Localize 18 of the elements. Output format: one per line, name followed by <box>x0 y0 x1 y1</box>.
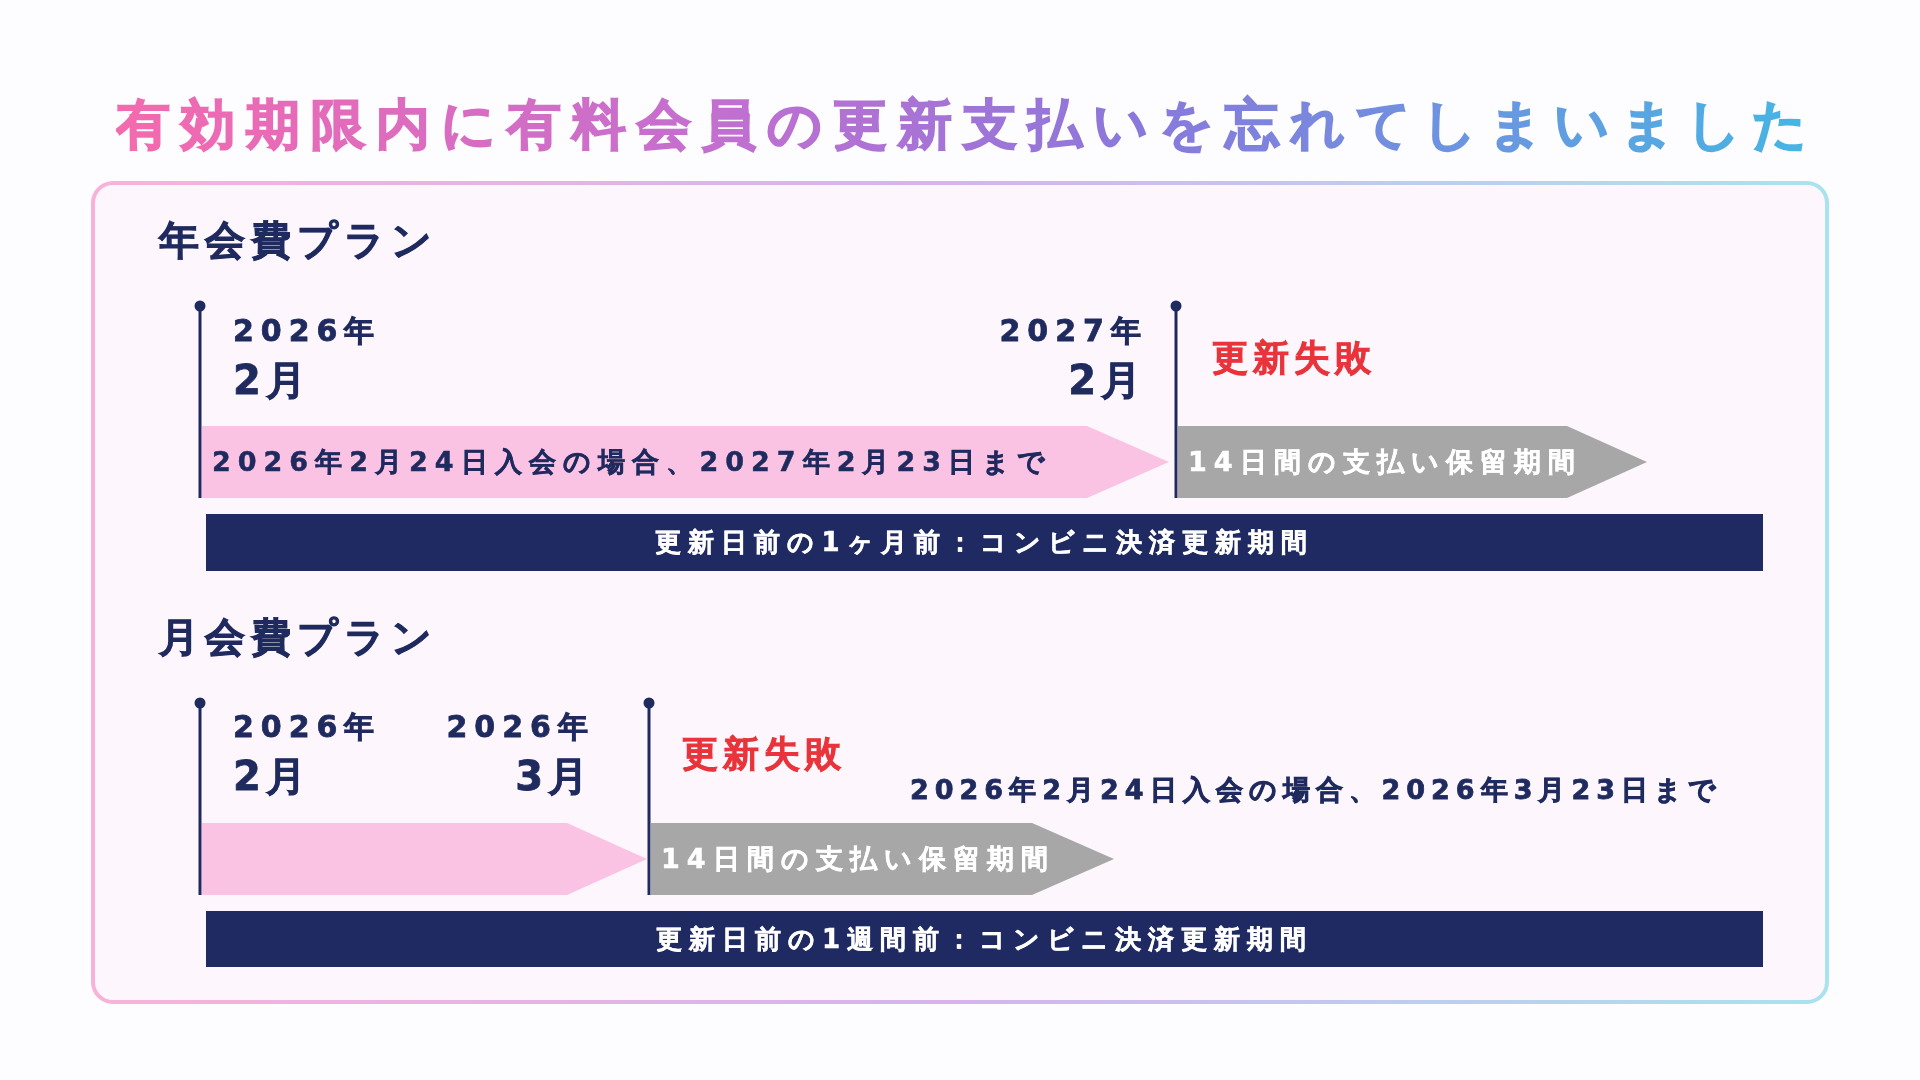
date-text: 2026年 <box>446 709 595 745</box>
date-text: 2026年 <box>233 709 382 745</box>
section-heading: 月会費プラン <box>159 613 438 661</box>
date-text: 2月 <box>1068 356 1146 404</box>
period-bar: 更新日前の1ヶ月前：コンビニ決済更新期間 <box>206 514 1763 571</box>
period-text: 2026年2月24日入会の場合、2027年2月23日まで <box>212 445 1052 479</box>
period-text: 14日間の支払い保留期間 <box>661 842 1055 876</box>
status-text: 更新失敗 <box>1212 336 1376 380</box>
date-text: 2月 <box>233 752 311 800</box>
period-bar: 更新日前の1週間前：コンビニ決済更新期間 <box>206 911 1763 967</box>
date-text: 2027年 <box>999 313 1148 349</box>
status-text: 更新失敗 <box>682 732 846 776</box>
date-text: 2026年 <box>233 313 382 349</box>
period-text: 14日間の支払い保留期間 <box>1188 445 1582 479</box>
note-text: 2026年2月24日入会の場合、2026年3月23日まで <box>910 773 1722 807</box>
date-text: 2月 <box>233 356 311 404</box>
section-heading: 年会費プラン <box>159 216 438 264</box>
date-text: 3月 <box>515 752 593 800</box>
